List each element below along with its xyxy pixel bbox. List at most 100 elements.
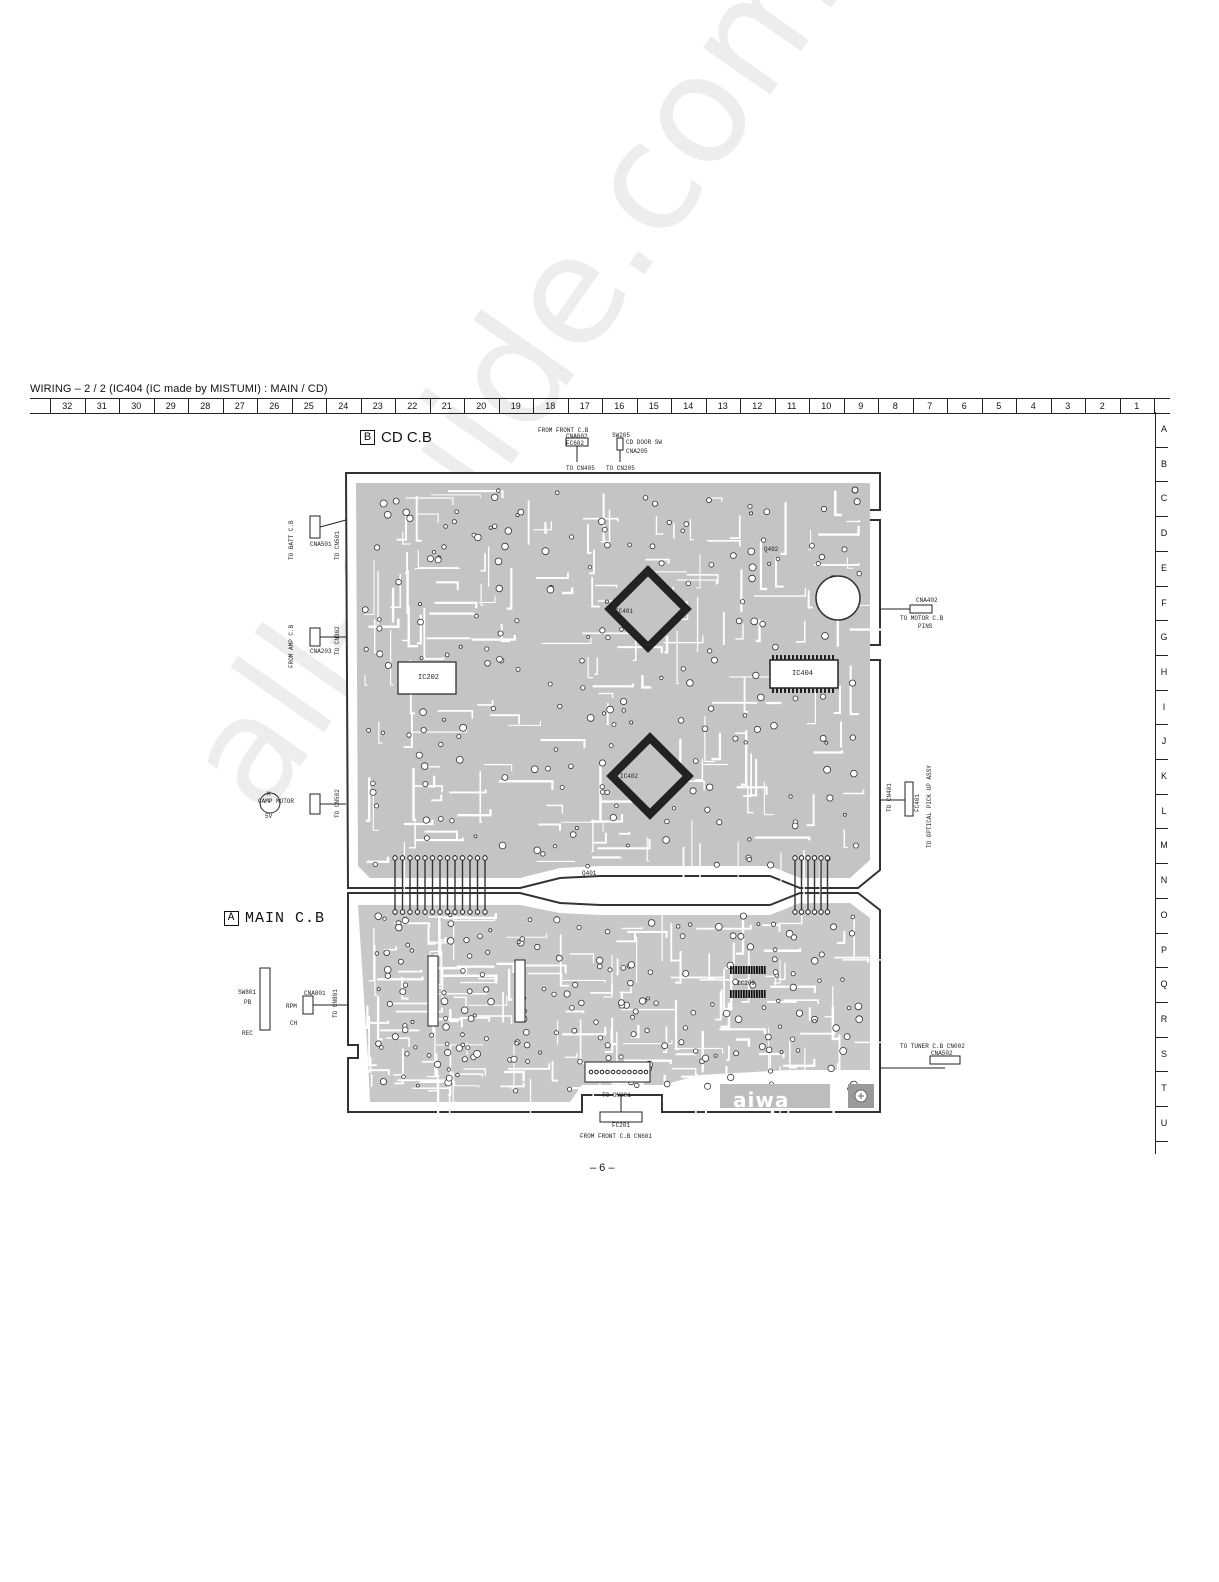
trace	[506, 933, 548, 938]
trace	[452, 1071, 456, 1103]
trace	[694, 1084, 697, 1128]
ic404-pin	[780, 655, 782, 660]
trace	[442, 974, 498, 984]
pad	[477, 933, 483, 940]
trace	[504, 1070, 525, 1082]
pad	[454, 509, 460, 515]
trace	[368, 928, 375, 982]
trace	[800, 1030, 836, 1035]
pad	[597, 1035, 604, 1041]
column-label: 7	[927, 401, 933, 411]
trace	[427, 766, 440, 768]
trace	[402, 624, 410, 642]
trace	[390, 574, 401, 608]
pad	[770, 722, 778, 730]
ic404-pin	[812, 688, 814, 693]
trace	[592, 683, 635, 688]
trace	[646, 1089, 672, 1098]
pad	[391, 1033, 399, 1041]
pad	[644, 1027, 650, 1034]
trace	[661, 915, 663, 962]
trace	[562, 587, 574, 595]
ic402-label: IC402	[620, 773, 639, 780]
pad	[579, 658, 585, 664]
pad	[653, 1000, 659, 1006]
ic209-pin	[756, 990, 758, 998]
ic404-pin	[788, 655, 790, 660]
pad	[374, 912, 382, 920]
row-label: N	[1160, 875, 1168, 886]
pad	[701, 1054, 710, 1062]
column-label: 18	[545, 401, 556, 411]
pad	[420, 726, 427, 734]
trace	[500, 624, 511, 643]
trace	[740, 731, 748, 786]
flex-pad	[459, 855, 466, 861]
trace	[712, 701, 758, 704]
trace	[597, 839, 651, 850]
pad	[664, 818, 670, 825]
trace	[813, 750, 844, 754]
pad	[601, 711, 607, 716]
pad	[419, 708, 427, 716]
column-tick	[1085, 399, 1086, 413]
trace	[598, 692, 614, 699]
pad	[386, 1000, 393, 1007]
pad	[422, 781, 429, 788]
pad	[815, 561, 821, 567]
ic404-pin	[816, 688, 818, 693]
trace	[409, 822, 416, 849]
pad	[547, 681, 553, 687]
pad	[642, 495, 649, 501]
pad	[417, 618, 424, 626]
row-tick	[1156, 689, 1168, 691]
cna502-label: CNA502	[931, 1050, 953, 1057]
flex-pad	[792, 855, 798, 861]
pad	[679, 933, 686, 939]
trace	[722, 611, 725, 645]
trace	[471, 634, 516, 641]
trace	[508, 720, 541, 726]
row-tick	[1156, 1071, 1168, 1073]
pad	[441, 717, 446, 722]
pad	[422, 816, 430, 824]
pad	[732, 978, 739, 986]
column-tick	[429, 399, 431, 413]
column-tick	[291, 399, 293, 413]
row-label: O	[1160, 909, 1168, 920]
pad	[510, 1055, 518, 1063]
trace	[611, 1082, 644, 1086]
flex-pad	[452, 855, 458, 861]
pad	[382, 916, 387, 921]
pad	[455, 755, 464, 764]
trace	[622, 1039, 673, 1045]
ic404-pin	[776, 688, 778, 693]
pad	[855, 1015, 863, 1023]
cn201-pin	[599, 1069, 605, 1075]
pad	[685, 580, 691, 587]
pad	[515, 513, 520, 518]
trace	[602, 493, 606, 542]
cd-board-label: B CD C.B	[360, 429, 432, 446]
pad	[426, 1053, 432, 1058]
trace	[616, 1031, 622, 1087]
trace	[562, 1026, 607, 1036]
trace	[561, 821, 604, 832]
trace	[582, 517, 619, 522]
trace	[778, 913, 803, 925]
pad	[747, 837, 752, 842]
trace	[396, 515, 407, 541]
pad	[421, 762, 429, 770]
column-label: 1	[1134, 401, 1140, 411]
pad	[376, 650, 384, 658]
trace	[686, 574, 719, 584]
trace	[775, 557, 784, 588]
trace	[479, 595, 496, 603]
flex-pad	[459, 909, 466, 915]
ic404-pin	[788, 688, 790, 693]
trace	[753, 587, 806, 597]
flex-pad	[824, 855, 831, 861]
pad	[479, 971, 485, 978]
pad	[460, 968, 466, 974]
pad	[748, 563, 757, 572]
